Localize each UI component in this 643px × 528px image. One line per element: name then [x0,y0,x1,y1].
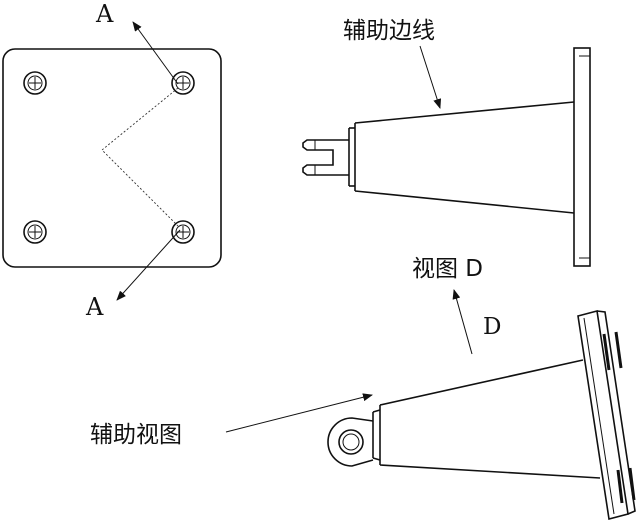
aux-edge-arrow [419,45,442,109]
hole-bottom-right [171,220,195,244]
section-label-a-top: A [95,0,114,28]
section-cut-line [101,87,179,227]
section-arrow-top [132,21,179,85]
section-label-a-bottom: A [85,293,104,321]
aux-view-arrow [225,393,373,433]
section-arrow-bottom [116,229,181,301]
plate-top-view [2,48,222,268]
bracket-auxiliary-view [327,309,636,521]
bracket-side-view [302,47,591,267]
direction-d-label: D [483,314,501,340]
aux-edge-label: 辅助边线 [343,18,435,44]
plate-outline [2,48,222,268]
aux-view-label: 辅助视图 [90,422,182,448]
hole-top-right [171,71,195,95]
hole-top-left [23,71,47,95]
direction-d-arrow [452,289,473,355]
hole-bottom-left [23,220,47,244]
view-d-label: 视图 D [412,256,483,282]
